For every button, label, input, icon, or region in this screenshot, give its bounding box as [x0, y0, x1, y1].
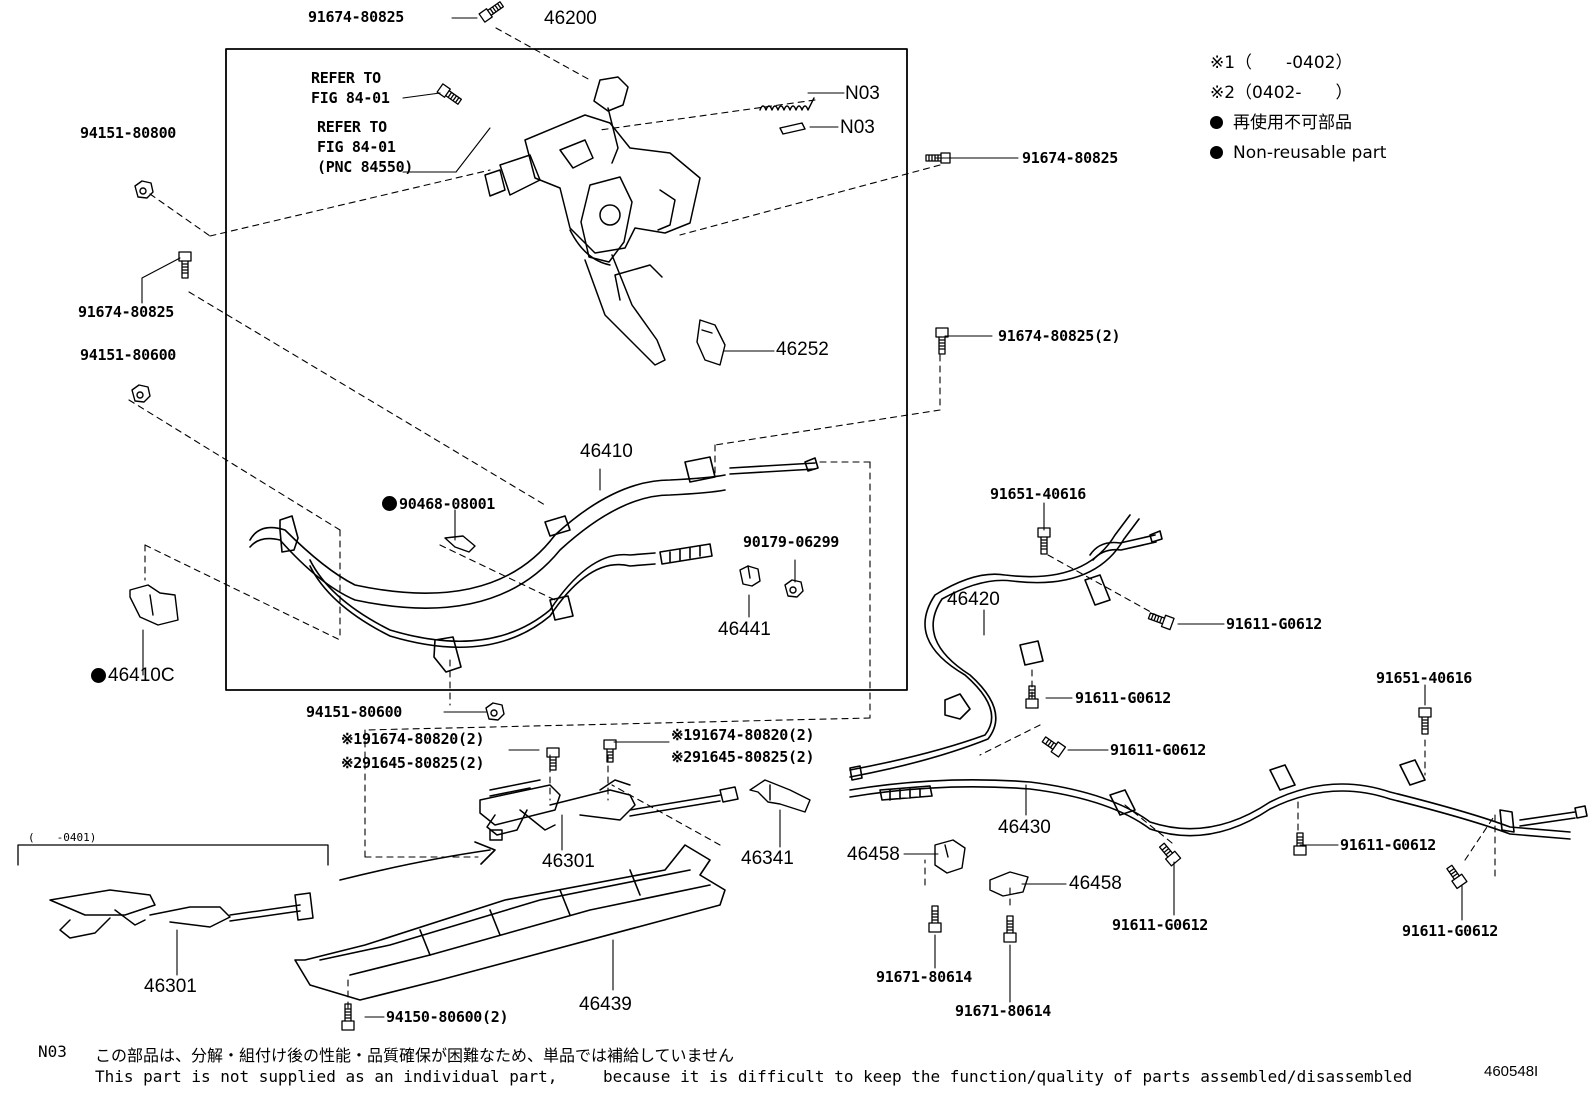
- non-reusable-dot: [382, 496, 397, 511]
- legend: ※1（ -0402） ※2（0402- ） 再使用不可部品 Non-reusab…: [1210, 48, 1386, 168]
- refer-fig-1: REFER TO FIG 84-01: [311, 68, 390, 108]
- label-94150-80600: 94150-80600(2): [386, 1008, 509, 1026]
- label-90179-06299: 90179-06299: [743, 533, 840, 551]
- refer-fig-1-a: REFER TO: [311, 69, 381, 87]
- bracket-46341: [749, 779, 811, 813]
- cable-46430: [849, 759, 1588, 840]
- direction-arrow: [339, 841, 496, 881]
- label-note2-91645-80825-b: ※291645-80825(2): [671, 748, 815, 766]
- pad-46252: [696, 319, 726, 366]
- refer-fig-2-a: REFER TO: [317, 118, 387, 136]
- n03-spring: [759, 97, 815, 111]
- assembly-frame: [225, 48, 908, 691]
- label-note1-91674-80820-b: ※191674-80820(2): [671, 726, 815, 744]
- label-91611-g0612-b: 91611-G0612: [1075, 689, 1172, 707]
- legend-en-row: Non-reusable part: [1210, 138, 1386, 168]
- label-90468-08001: 90468-08001: [382, 496, 495, 512]
- equalizer-46301-alt: [49, 889, 314, 939]
- label-46458-a: 46458: [847, 844, 900, 865]
- range-bracket: [17, 844, 329, 866]
- label-46439: 46439: [579, 994, 632, 1015]
- footer-en-2: because it is difficult to keep the func…: [603, 1067, 1413, 1086]
- label-46341: 46341: [741, 848, 794, 869]
- non-reusable-dot: [91, 668, 106, 683]
- cable-46420: [849, 514, 1163, 781]
- cable-46410: [249, 456, 819, 673]
- legend-note2: ※2（0402- ）: [1210, 83, 1353, 103]
- legend-en: Non-reusable part: [1233, 143, 1387, 163]
- clip-90468: [444, 535, 476, 553]
- legend-jp-row: 再使用不可部品: [1210, 108, 1386, 138]
- solid-leaders: [141, 17, 1463, 1018]
- non-reusable-dot: [1210, 116, 1223, 129]
- label-46301-left: 46301: [144, 976, 197, 997]
- bracket-46410c: [129, 584, 179, 626]
- label-46301-main: 46301: [542, 851, 595, 872]
- illustration-id: 460548I: [1484, 1063, 1539, 1080]
- insulator-46439: [294, 844, 726, 1001]
- label-range-0401: ( -0401): [28, 831, 97, 844]
- label-94151-80800: 94151-80800: [80, 124, 177, 142]
- refer-fig-2-b: FIG 84-01: [317, 138, 396, 156]
- refer-fig-2: REFER TO FIG 84-01 (PNC 84550): [317, 117, 413, 177]
- clamp-46458-a: [934, 839, 966, 874]
- label-46458-b: 46458: [1069, 873, 1122, 894]
- label-46200: 46200: [544, 8, 597, 29]
- label-46410c: 46410C: [91, 666, 175, 685]
- label-91671-80614-b: 91671-80614: [955, 1002, 1052, 1020]
- label-91611-g0612-e: 91611-G0612: [1112, 916, 1209, 934]
- label-91611-g0612-c: 91611-G0612: [1110, 741, 1207, 759]
- label-94151-80600-bottom: 94151-80600: [306, 703, 403, 721]
- footer-en-1: This part is not supplied as an individu…: [95, 1067, 558, 1086]
- label-94151-80600-left: 94151-80600: [80, 346, 177, 364]
- label-91611-g0612-d: 91611-G0612: [1340, 836, 1437, 854]
- label-91671-80614-a: 91671-80614: [876, 968, 973, 986]
- label-91651-40616-b: 91651-40616: [1376, 669, 1473, 687]
- label-46410c-text: 46410C: [108, 665, 175, 686]
- refer-fig-2-c: (PNC 84550): [317, 158, 414, 176]
- label-46441: 46441: [718, 619, 771, 640]
- label-note1-91674-80820: ※191674-80820(2): [341, 730, 485, 748]
- label-90468-08001-text: 90468-08001: [399, 495, 496, 513]
- label-n03-spring: N03: [845, 83, 880, 104]
- label-91611-g0612-f: 91611-G0612: [1402, 922, 1499, 940]
- bolts: [178, 1, 1468, 1031]
- label-46252: 46252: [776, 339, 829, 360]
- legend-note1: ※1（ -0402）: [1210, 53, 1353, 73]
- label-46430: 46430: [998, 817, 1051, 838]
- label-91674-80825-left: 91674-80825: [78, 303, 175, 321]
- nuts: [131, 180, 804, 721]
- label-n03-pin: N03: [840, 117, 875, 138]
- label-91651-40616-a: 91651-40616: [990, 485, 1087, 503]
- clamp-46458-b: [989, 871, 1029, 897]
- pedal-assembly: [484, 76, 701, 366]
- label-46420: 46420: [947, 589, 1000, 610]
- label-91674-80825-top: 91674-80825: [308, 8, 405, 26]
- refer-fig-1-b: FIG 84-01: [311, 89, 390, 107]
- label-91674-80825-2: 91674-80825(2): [998, 327, 1121, 345]
- legend-jp: 再使用不可部品: [1233, 113, 1352, 133]
- footer-code: N03: [38, 1042, 67, 1061]
- n03-pin: [779, 122, 806, 135]
- label-46410: 46410: [580, 441, 633, 462]
- label-note2-91645-80825: ※291645-80825(2): [341, 754, 485, 772]
- footer-jp: この部品は、分解・組付け後の性能・品質確保が困難なため、単品では補給していません: [95, 1046, 735, 1065]
- non-reusable-dot: [1210, 146, 1223, 159]
- label-91611-g0612-a: 91611-G0612: [1226, 615, 1323, 633]
- equalizer-46301: [479, 779, 739, 841]
- label-91674-80825-right: 91674-80825: [1022, 149, 1119, 167]
